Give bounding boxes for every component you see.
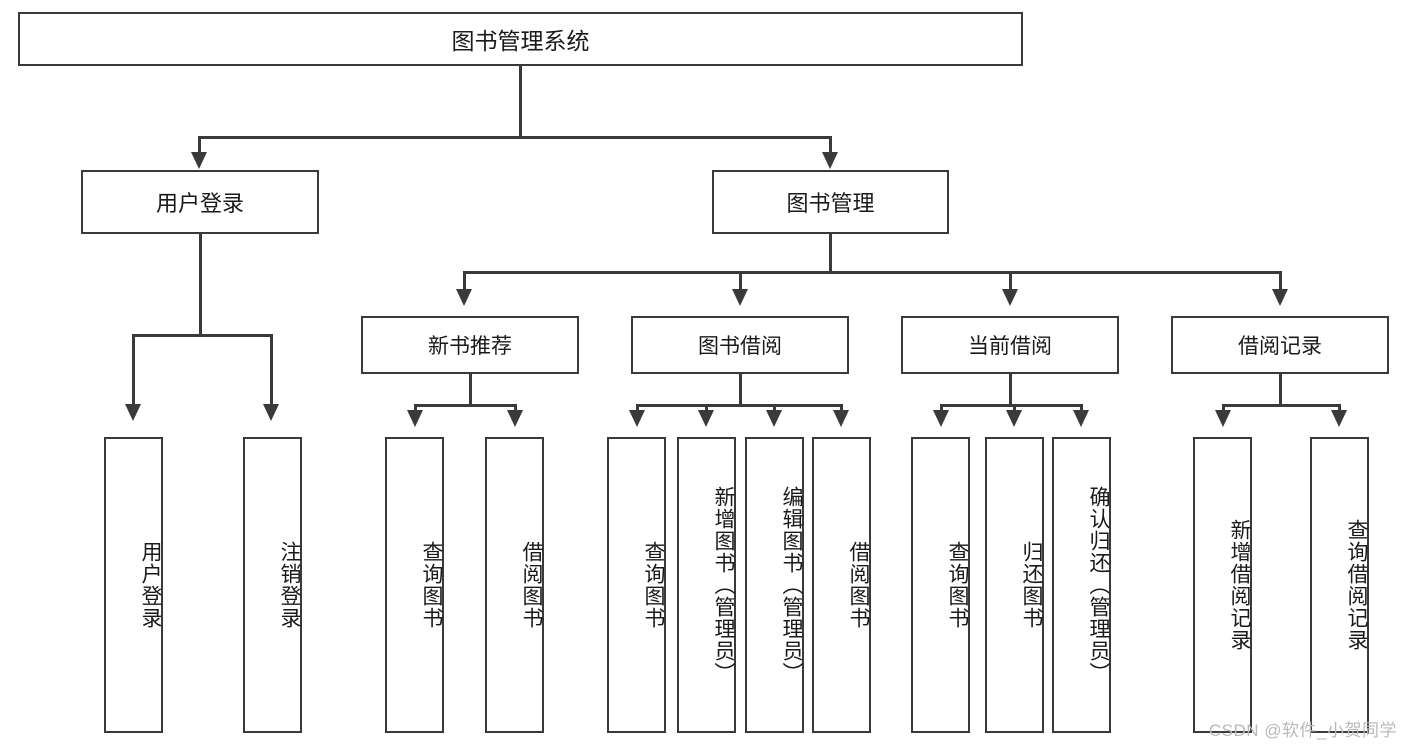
leaf-return-books[interactable]: 归还图书 (985, 437, 1044, 733)
node-root-system[interactable]: 图书管理系统 (18, 12, 1023, 66)
watermark-text: CSDN @软件_小贺同学 (1208, 721, 1397, 740)
connector-login-to-leaf1 (132, 334, 135, 406)
connector-current-to-leaf2 (1013, 404, 1016, 412)
node-current-borrow[interactable]: 当前借阅 (901, 316, 1119, 374)
connector-records-to-leaf1 (1222, 404, 1225, 412)
arrow-current-to-leaf2 (1006, 410, 1022, 427)
arrow-root-to-bookmgmt (822, 152, 838, 169)
arrow-borrow-to-leaf4 (833, 410, 849, 427)
arrow-root-to-login (191, 152, 207, 169)
arrow-records-to-leaf1 (1215, 410, 1231, 427)
node-label: 图书管理系统 (451, 28, 590, 54)
arrow-login-to-leaf2 (263, 404, 279, 421)
arrow-newbook-to-leaf1 (407, 410, 423, 427)
leaf-query-borrow-record[interactable]: 查询借阅记录 (1310, 437, 1369, 733)
node-label: 当前借阅 (968, 335, 1052, 358)
arrow-borrow-to-leaf3 (766, 410, 782, 427)
node-label: 编辑图书（管理员） (780, 486, 803, 684)
connector-borrow-bus (636, 404, 843, 407)
connector-bookmgmt-to-current (1009, 271, 1012, 295)
node-label: 归还图书 (1020, 541, 1043, 629)
arrow-bookmgmt-to-new (456, 289, 472, 306)
node-label: 用户登录 (155, 191, 244, 216)
arrow-bookmgmt-to-records (1272, 289, 1288, 306)
connector-bookmgmt-to-borrow (739, 271, 742, 295)
node-label: 查询图书 (642, 541, 665, 629)
connector-newbook-stem (469, 374, 472, 406)
connector-current-stem (1009, 374, 1012, 406)
connector-root-bus (198, 136, 831, 139)
connector-login-bus (132, 334, 271, 337)
leaf-logout[interactable]: 注销登录 (243, 437, 302, 733)
connector-records-stem (1279, 374, 1282, 406)
leaf-confirm-return-admin[interactable]: 确认归还（管理员） (1052, 437, 1111, 733)
connector-current-to-leaf1 (940, 404, 943, 412)
connector-login-to-leaf2 (270, 334, 273, 406)
connector-borrow-to-leaf4 (840, 404, 843, 412)
node-label: 确认归还（管理员） (1087, 486, 1110, 684)
node-label: 查询图书 (420, 541, 443, 629)
arrow-bookmgmt-to-borrow (732, 289, 748, 306)
node-user-login[interactable]: 用户登录 (81, 170, 319, 234)
connector-records-bus (1222, 404, 1340, 407)
connector-borrow-to-leaf1 (636, 404, 639, 412)
node-book-management[interactable]: 图书管理 (712, 170, 949, 234)
arrow-borrow-to-leaf1 (629, 410, 645, 427)
arrow-current-to-leaf1 (933, 410, 949, 427)
arrow-borrow-to-leaf2 (698, 410, 714, 427)
node-new-book-recommend[interactable]: 新书推荐 (361, 316, 579, 374)
connector-root-stem (519, 66, 522, 137)
node-label: 新书推荐 (428, 335, 512, 358)
arrow-records-to-leaf2 (1331, 410, 1347, 427)
node-book-borrow[interactable]: 图书借阅 (631, 316, 849, 374)
node-label: 借阅图书 (847, 541, 870, 629)
node-label: 新增借阅记录 (1228, 519, 1251, 651)
leaf-add-book-admin[interactable]: 新增图书（管理员） (677, 437, 736, 733)
connector-borrow-to-leaf2 (705, 404, 708, 412)
connector-root-to-login (198, 136, 201, 158)
connector-login-stem (199, 234, 202, 335)
connector-root-to-bookmgmt (829, 136, 832, 158)
leaf-edit-book-admin[interactable]: 编辑图书（管理员） (745, 437, 804, 733)
leaf-borrow-books-recommend[interactable]: 借阅图书 (485, 437, 544, 733)
node-label: 图书借阅 (698, 335, 782, 358)
connector-borrow-to-leaf3 (773, 404, 776, 412)
arrow-current-to-leaf3 (1073, 410, 1089, 427)
leaf-query-books-borrow[interactable]: 查询图书 (607, 437, 666, 733)
leaf-add-borrow-record[interactable]: 新增借阅记录 (1193, 437, 1252, 733)
node-label: 新增图书（管理员） (712, 486, 735, 684)
node-label: 查询借阅记录 (1345, 519, 1368, 651)
node-borrow-records[interactable]: 借阅记录 (1171, 316, 1389, 374)
arrow-bookmgmt-to-current (1002, 289, 1018, 306)
leaf-query-books-recommend[interactable]: 查询图书 (385, 437, 444, 733)
connector-newbook-to-leaf2 (514, 404, 517, 412)
arrow-login-to-leaf1 (125, 404, 141, 421)
leaf-user-login[interactable]: 用户登录 (104, 437, 163, 733)
connector-bookmgmt-stem (829, 234, 832, 272)
connector-current-to-leaf3 (1080, 404, 1083, 412)
connector-current-bus (940, 404, 1082, 407)
connector-records-to-leaf2 (1338, 404, 1341, 412)
leaf-query-books-current[interactable]: 查询图书 (911, 437, 970, 733)
node-label: 图书管理 (786, 191, 875, 216)
leaf-borrow-books[interactable]: 借阅图书 (812, 437, 871, 733)
connector-newbook-bus (414, 404, 516, 407)
node-label: 注销登录 (278, 541, 301, 629)
connector-bookmgmt-bus (463, 271, 1281, 274)
connector-borrow-stem (739, 374, 742, 406)
node-label: 用户登录 (139, 541, 162, 629)
connector-newbook-to-leaf1 (414, 404, 417, 412)
connector-bookmgmt-to-records (1279, 271, 1282, 295)
node-label: 借阅记录 (1238, 335, 1322, 358)
node-label: 借阅图书 (520, 541, 543, 629)
connector-bookmgmt-to-new (463, 271, 466, 295)
arrow-newbook-to-leaf2 (507, 410, 523, 427)
node-label: 查询图书 (946, 541, 969, 629)
